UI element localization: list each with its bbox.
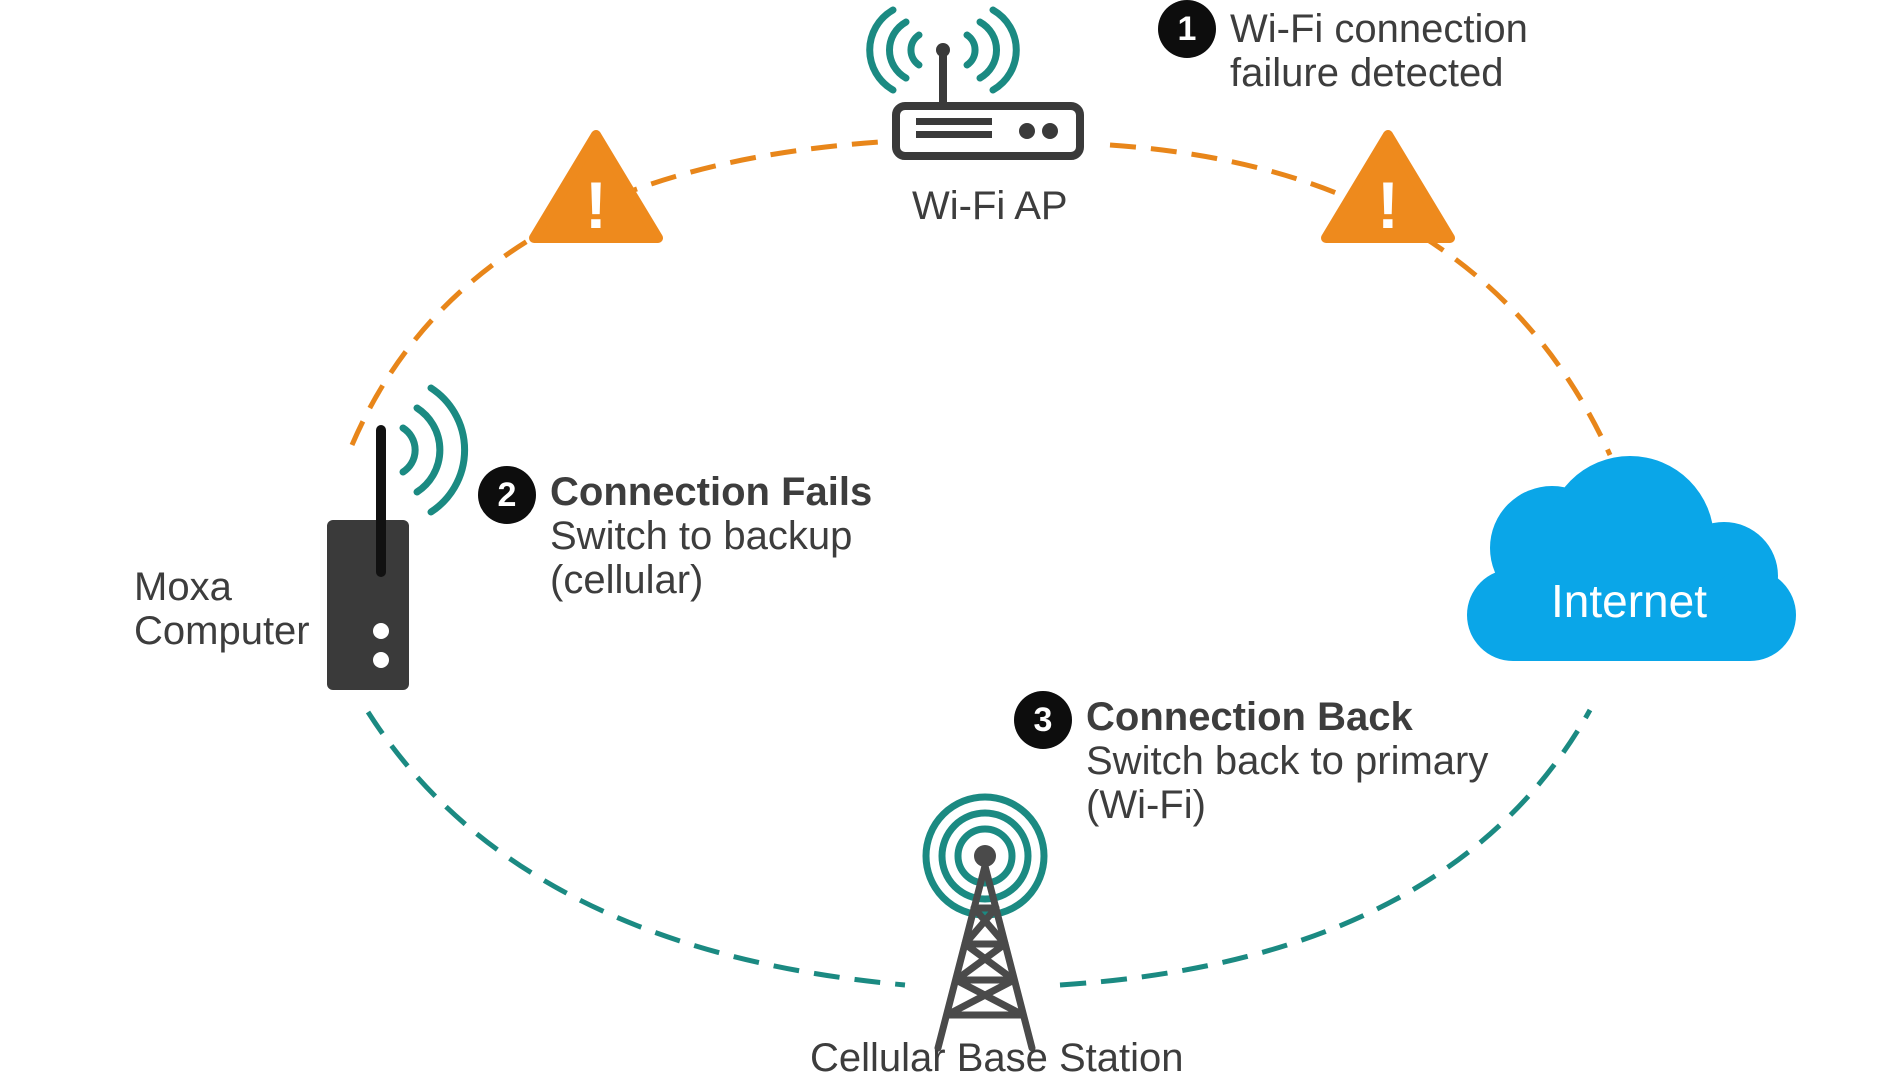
internet-label: Internet <box>1551 575 1707 627</box>
wifi-signal-icon <box>399 384 469 516</box>
step3-title: Connection Back <box>1086 695 1413 739</box>
cellular-label: Cellular Base Station <box>810 1036 1184 1080</box>
step2-line2: Switch to backup <box>550 514 853 558</box>
step1-line2: failure detected <box>1230 51 1504 95</box>
step1-line1: Wi-Fi connection <box>1230 7 1528 51</box>
router-icon <box>866 6 1084 160</box>
step2-line3: (cellular) <box>550 558 704 602</box>
backup-link-left <box>365 710 906 988</box>
computer-label-line2: Computer <box>134 609 310 653</box>
step3-line3: (Wi-Fi) <box>1086 783 1206 827</box>
warning-mark: ! <box>1377 168 1399 242</box>
failed-link-right <box>1109 142 1613 457</box>
step-badge-2: 2 <box>478 466 536 524</box>
step-badge-3: 3 <box>1014 691 1072 749</box>
cell-tower-icon <box>922 793 1048 1052</box>
wifi-ap-label: Wi-Fi AP <box>912 184 1068 228</box>
computer-label-line1: Moxa <box>134 565 232 609</box>
warning-mark: ! <box>585 168 607 242</box>
computer-icon <box>327 384 469 690</box>
warning-icon: ! <box>1321 130 1455 243</box>
warning-icon: ! <box>529 130 663 243</box>
step3-line2: Switch back to primary <box>1086 739 1489 783</box>
cloud-icon <box>1467 456 1796 661</box>
wifi-signal-icon <box>922 793 1048 919</box>
backup-link-right <box>1059 708 1593 988</box>
step-badge-1: 1 <box>1158 0 1216 58</box>
step2-title: Connection Fails <box>550 470 873 514</box>
wifi-signal-icon <box>866 6 1020 94</box>
